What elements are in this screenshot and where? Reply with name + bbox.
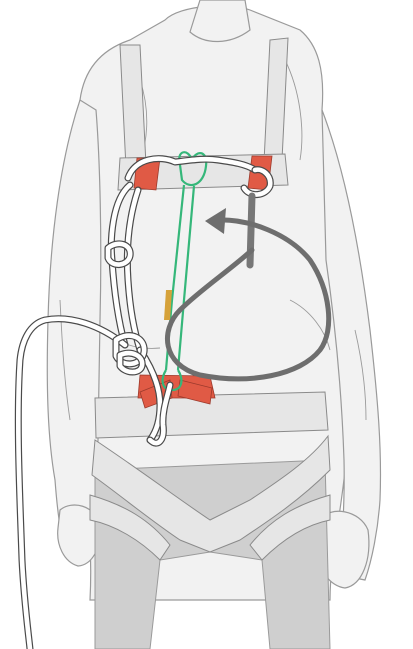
waist-belt [95,392,328,438]
